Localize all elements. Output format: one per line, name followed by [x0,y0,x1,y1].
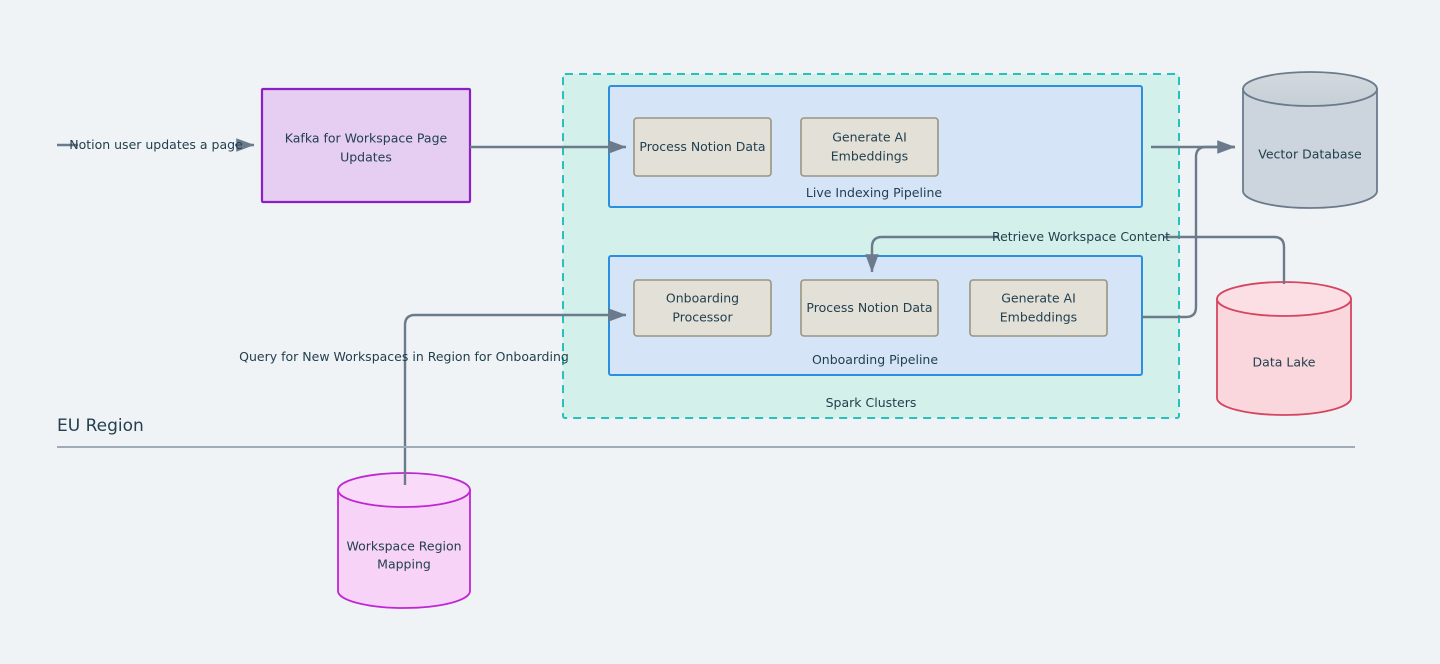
spark-clusters-label: Spark Clusters [826,395,917,410]
workspace-region-mapping-cylinder-body [337,489,471,609]
kafka-label-1: Kafka for Workspace Page [285,131,448,146]
workspace-region-mapping-node[interactable]: Workspace Region Mapping [337,472,471,609]
onboarding-step-onboarding-processor-label-1: Onboarding [666,291,739,306]
workspace-region-mapping-label-2: Mapping [377,557,431,572]
kafka-node[interactable]: Kafka for Workspace Page Updates [260,87,472,204]
edge-user-update: Notion user updates a page [57,137,255,152]
kafka-box[interactable] [260,87,472,204]
onboarding-step-onboarding-processor[interactable] [633,279,772,337]
vector-database-cylinder-body [1242,88,1378,209]
vector-database-node[interactable]: Vector Database [1242,71,1378,209]
eu-region-band: EU Region [57,416,1355,448]
edge-retrieve-label: Retrieve Workspace Content [992,229,1170,244]
live-step-process-notion-data-label: Process Notion Data [639,139,765,154]
eu-region-label: EU Region [57,416,144,436]
onboarding-step-generate-ai-embeddings-label-2: Embeddings [1000,310,1077,325]
onboarding-step-onboarding-processor-label-2: Processor [672,310,733,325]
onboarding-pipeline-group: Onboarding Processor Process Notion Data… [608,255,1143,376]
live-step-process-notion-data[interactable] [633,117,772,177]
workspace-region-mapping-label-1: Workspace Region [346,539,461,554]
live-indexing-pipeline-group: Process Notion Data Generate AI Embeddin… [608,85,1143,208]
onboarding-step-process-notion-data[interactable] [800,279,939,337]
data-lake-node[interactable]: Data Lake [1216,281,1352,416]
vector-database-label: Vector Database [1258,147,1362,162]
data-lake-cylinder-top [1216,281,1352,317]
onboarding-step-process-notion-data-label: Process Notion Data [806,300,932,315]
edge-retrieve-line-right [1164,235,1286,284]
onboarding-pipeline-label: Onboarding Pipeline [812,352,938,367]
data-lake-label: Data Lake [1253,355,1316,370]
edge-query-onboarding-line [403,308,627,485]
live-step-generate-ai-embeddings[interactable] [800,117,939,177]
edge-query-onboarding: Query for New Workspaces in Region for O… [239,308,627,485]
onboarding-step-generate-ai-embeddings-label-1: Generate AI [1001,291,1076,306]
data-lake-cylinder-body [1216,298,1352,416]
live-step-generate-ai-embeddings-label-2: Embeddings [831,149,908,164]
kafka-label-2: Updates [340,150,392,165]
edge-retrieve-workspace-content: Retrieve Workspace Content [865,229,1286,284]
edge-onboarding-pipeline-to-vector-database [1142,145,1235,319]
live-step-generate-ai-embeddings-label-1: Generate AI [832,130,907,145]
edge-retrieve-line-left [865,235,999,273]
onboarding-step-generate-ai-embeddings[interactable] [969,279,1108,337]
live-indexing-pipeline-label: Live Indexing Pipeline [806,185,942,200]
vector-database-cylinder-top [1242,71,1378,107]
edge-query-onboarding-label: Query for New Workspaces in Region for O… [239,349,569,364]
edge-user-update-label: Notion user updates a page [69,137,243,152]
